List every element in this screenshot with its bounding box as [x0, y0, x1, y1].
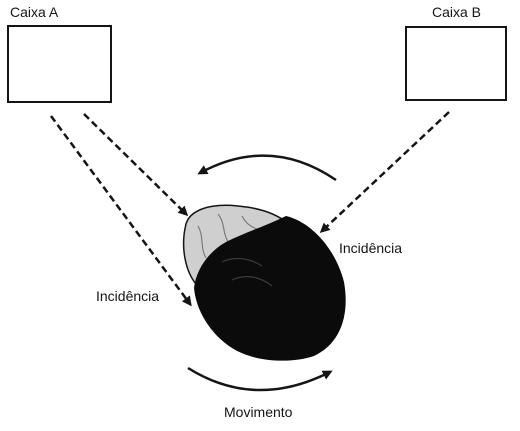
box-a [7, 25, 112, 103]
object-dark-texture [221, 257, 273, 287]
box-b [405, 26, 507, 101]
movement-label: Movimento [224, 404, 293, 420]
rotation-arrow-top [197, 154, 337, 182]
incidence-line-a-upper [83, 113, 189, 217]
incidence-line-a-lower [49, 115, 192, 307]
box-a-label: Caixa A [10, 4, 59, 20]
box-b-label: Caixa B [432, 4, 482, 20]
incidence-line-b [319, 111, 450, 234]
incidence-label-right: Incidência [339, 240, 403, 256]
movement-arrow-bottom [187, 366, 333, 392]
object-dark-region [194, 216, 346, 361]
incidence-label-left: Incidência [96, 288, 160, 304]
